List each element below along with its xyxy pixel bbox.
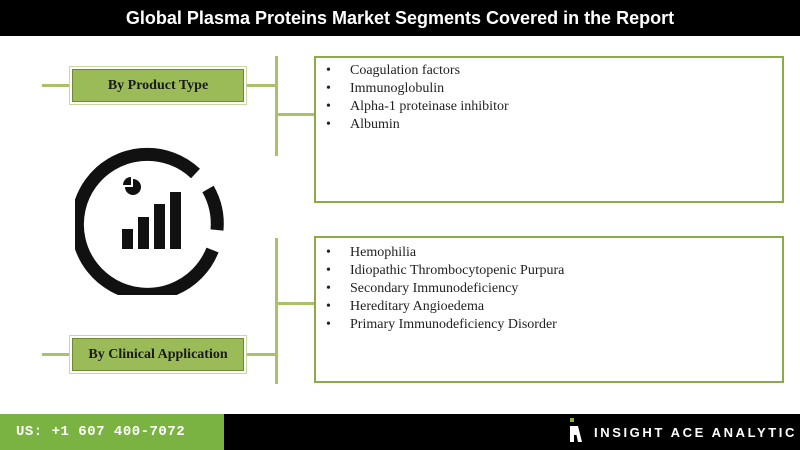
product-type-label: By Product Type bbox=[72, 69, 244, 102]
connector-line bbox=[277, 113, 314, 116]
list-item-text: Albumin bbox=[350, 117, 400, 132]
brand-name: INSIGHT ACE ANALYTIC bbox=[594, 424, 797, 440]
bullet: • bbox=[326, 99, 331, 114]
clinical-application-label: By Clinical Application bbox=[72, 338, 244, 371]
list-item: • Albumin bbox=[326, 116, 782, 134]
list-item-text: Coagulation factors bbox=[350, 63, 461, 78]
bullet: • bbox=[326, 245, 331, 260]
list-item: • Alpha-1 proteinase inhibitor bbox=[326, 98, 782, 116]
footer-bar: US: +1 607 400-7072 INSIGHT ACE ANALYTIC bbox=[0, 414, 800, 450]
list-item: • Coagulation factors bbox=[326, 62, 782, 80]
bullet: • bbox=[326, 263, 331, 278]
list-item-text: Immunoglobulin bbox=[350, 81, 445, 96]
clinical-application-list: • Hemophilia • Idiopathic Thrombocytopenic… bbox=[326, 244, 782, 334]
list-item: • Hereditary Angioedema bbox=[326, 298, 782, 316]
bullet: • bbox=[326, 63, 331, 78]
connector-line bbox=[275, 56, 278, 156]
connector-line bbox=[275, 238, 278, 384]
bullet: • bbox=[326, 281, 331, 296]
clinical-application-panel: • Hemophilia • Idiopathic Thrombocytopenic… bbox=[314, 236, 784, 383]
list-item-text: Alpha-1 proteinase inhibitor bbox=[350, 99, 509, 114]
list-item-text: Hemophilia bbox=[350, 245, 417, 260]
list-item-text: Primary Immunodeficiency Disorder bbox=[350, 317, 557, 332]
connector-line bbox=[277, 302, 314, 305]
phone-number: US: +1 607 400-7072 bbox=[0, 414, 224, 450]
page-title: Global Plasma Proteins Market Segments C… bbox=[0, 0, 800, 36]
list-item: • Primary Immunodeficiency Disorder bbox=[326, 316, 782, 334]
list-item: • Immunoglobulin bbox=[326, 80, 782, 98]
list-item: • Hemophilia bbox=[326, 244, 782, 262]
list-item-text: Secondary Immunodeficiency bbox=[350, 281, 519, 296]
connector-line bbox=[244, 84, 276, 87]
product-type-panel: • Coagulation factors • Immunoglobulin • Al… bbox=[314, 56, 784, 203]
bullet: • bbox=[326, 299, 331, 314]
bullet: • bbox=[326, 317, 331, 332]
connector-line bbox=[42, 353, 72, 356]
list-item: • Idiopathic Thrombocytopenic Purpura bbox=[326, 262, 782, 280]
bullet: • bbox=[326, 81, 331, 96]
list-item-text: Idiopathic Thrombocytopenic Purpura bbox=[350, 263, 565, 278]
connector-line bbox=[244, 353, 276, 356]
bar-chart-pie-circle-icon bbox=[70, 145, 233, 301]
brand: INSIGHT ACE ANALYTIC bbox=[568, 414, 797, 450]
product-type-list: • Coagulation factors • Immunoglobulin • Al… bbox=[326, 62, 782, 134]
connector-line bbox=[42, 84, 72, 87]
insight-ace-logo-icon bbox=[568, 417, 584, 447]
list-item: • Secondary Immunodeficiency bbox=[326, 280, 782, 298]
bullet: • bbox=[326, 117, 331, 132]
list-item-text: Hereditary Angioedema bbox=[350, 299, 485, 314]
